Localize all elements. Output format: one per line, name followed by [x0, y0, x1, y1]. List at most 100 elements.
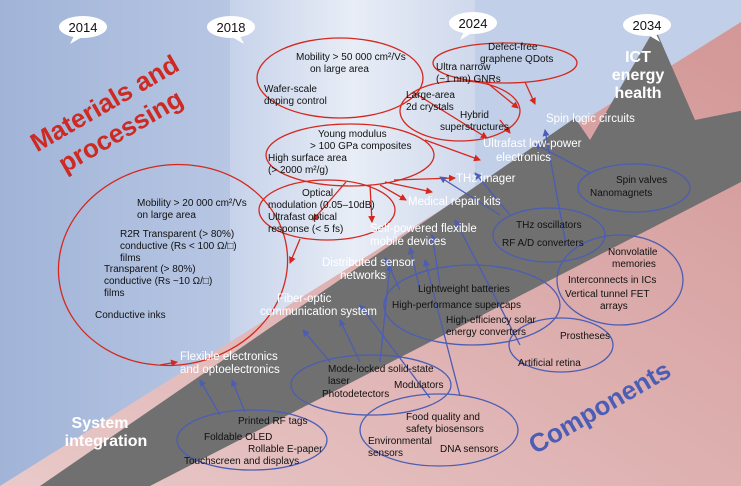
- material-label: Mobility > 50 000 cm²/Vs: [296, 52, 406, 63]
- component-label: Lightweight batteries: [418, 284, 510, 295]
- year-2018-bubble: 2018: [207, 16, 255, 44]
- components-arrows: [199, 129, 591, 416]
- material-label: modulation (0.05–10dB): [268, 200, 375, 211]
- material-label: on large area: [310, 64, 369, 75]
- year-label: 2018: [217, 20, 246, 35]
- year-label: 2024: [459, 16, 488, 31]
- component-label: Foldable OLED: [204, 432, 272, 443]
- component-label: RF A/D converters: [502, 238, 584, 249]
- ellipse-laser: [290, 354, 452, 416]
- component-label: Vertical tunnel FET: [565, 289, 649, 300]
- application-label: Fiber-optic: [277, 293, 332, 305]
- application-label: and optoelectronics: [180, 364, 280, 376]
- application-label: electronics: [496, 152, 551, 164]
- materials-labels: Defect-free graphene QDots Ultra narrow …: [95, 42, 553, 321]
- destination-label: ICT energy health: [612, 49, 665, 102]
- material-label: High surface area: [268, 153, 347, 164]
- component-label: safety biosensors: [406, 424, 484, 435]
- material-label: Large-area: [406, 90, 455, 101]
- ellipse-thz: [492, 207, 606, 263]
- application-label: Self-powered flexible: [370, 223, 477, 235]
- material-label: Hybrid: [460, 110, 489, 121]
- component-label: THz oscillators: [516, 220, 582, 231]
- material-label: response (< 5 fs): [268, 224, 343, 235]
- year-label: 2034: [633, 18, 662, 33]
- material-label: (> 2000 m²/g): [268, 165, 328, 176]
- material-label: conductive (Rs < 100 Ω/□): [120, 241, 237, 252]
- material-label: Conductive inks: [95, 310, 166, 321]
- arrow-applications: Spin logic circuits Ultrafast low-power …: [180, 113, 635, 376]
- ellipse-retina: [508, 317, 614, 373]
- application-label: THz imager: [456, 173, 516, 185]
- component-label: Mode-locked solid-state: [328, 364, 434, 375]
- ellipse-spin: [577, 163, 691, 213]
- ellipse-young-modulus: [265, 123, 435, 187]
- component-label: Rollable E-paper: [248, 444, 323, 455]
- component-label: Artificial retina: [518, 358, 581, 369]
- component-label: High-efficiency solar: [446, 315, 537, 326]
- ellipse-2d-crystals: [399, 80, 521, 142]
- components-ellipses: [176, 163, 691, 471]
- application-label: networks: [340, 270, 386, 282]
- component-label: energy converters: [446, 327, 526, 338]
- material-label: on large area: [137, 210, 196, 221]
- material-label: graphene QDots: [480, 54, 553, 65]
- application-label: Spin logic circuits: [546, 113, 635, 125]
- ellipse-transparent-films: [57, 163, 289, 367]
- material-label: Defect-free: [488, 42, 538, 53]
- application-label: communication system: [260, 306, 377, 318]
- material-label: > 100 GPa composites: [310, 141, 411, 152]
- application-label: Distributed sensor: [322, 257, 415, 269]
- application-label: mobile devices: [370, 236, 446, 248]
- material-label: Young modulus: [318, 129, 387, 140]
- application-label: Medical repair kits: [408, 196, 501, 208]
- material-label: Transparent (> 80%): [104, 264, 196, 275]
- component-label: Nonvolatile: [608, 247, 658, 258]
- destination-line: ICT: [625, 49, 651, 66]
- component-label: Prostheses: [560, 331, 610, 342]
- material-label: Optical: [302, 188, 333, 199]
- component-label: Printed RF tags: [238, 416, 307, 427]
- component-label: Interconnects in ICs: [568, 275, 656, 286]
- year-2034-bubble: 2034: [623, 14, 671, 42]
- material-label: superstructures: [440, 122, 509, 133]
- component-label: laser: [328, 376, 350, 387]
- component-label: Environmental: [368, 436, 432, 447]
- destination-line: health: [614, 85, 661, 102]
- ellipse-displays: [176, 409, 328, 471]
- material-label: Mobility > 20 000 cm²/Vs: [137, 198, 247, 209]
- component-label: Modulators: [394, 380, 443, 391]
- year-label: 2014: [69, 20, 98, 35]
- component-label: Photodetectors: [322, 389, 389, 400]
- material-label: Ultra narrow: [436, 62, 491, 73]
- material-label: R2R Transparent (> 80%): [120, 229, 234, 240]
- system-integration-title: System integration: [65, 415, 148, 450]
- material-label: 2d crystals: [406, 102, 454, 113]
- material-label: films: [104, 288, 125, 299]
- ellipse-optical: [258, 179, 396, 241]
- region-title-line: integration: [65, 433, 148, 450]
- ellipse-memories: [556, 234, 684, 326]
- material-label: Wafer-scale: [264, 84, 317, 95]
- ellipse-sensors: [359, 393, 519, 467]
- ellipse-gnr: [432, 42, 578, 84]
- materials-arrows: [159, 81, 536, 367]
- material-label: (~1 nm) GNRs: [436, 74, 501, 85]
- year-2014-bubble: 2014: [59, 16, 107, 44]
- component-label: Touchscreen and displays: [184, 456, 299, 467]
- application-label: Flexible electronics: [180, 351, 278, 363]
- material-label: films: [120, 253, 141, 264]
- component-labels: Spin valves Nanomagnets THz oscillators …: [184, 175, 667, 467]
- destination-line: energy: [612, 67, 665, 84]
- material-label: doping control: [264, 96, 327, 107]
- ellipse-mobility-large: [256, 37, 424, 119]
- component-label: High-performance supercaps: [392, 300, 521, 311]
- ellipse-energy: [383, 264, 561, 346]
- component-label: Nanomagnets: [590, 188, 652, 199]
- material-label: conductive (Rs ~10 Ω/□): [104, 276, 212, 287]
- region-title-line: System: [72, 415, 129, 432]
- component-label: memories: [612, 259, 656, 270]
- material-label: Ultrafast optical: [268, 212, 337, 223]
